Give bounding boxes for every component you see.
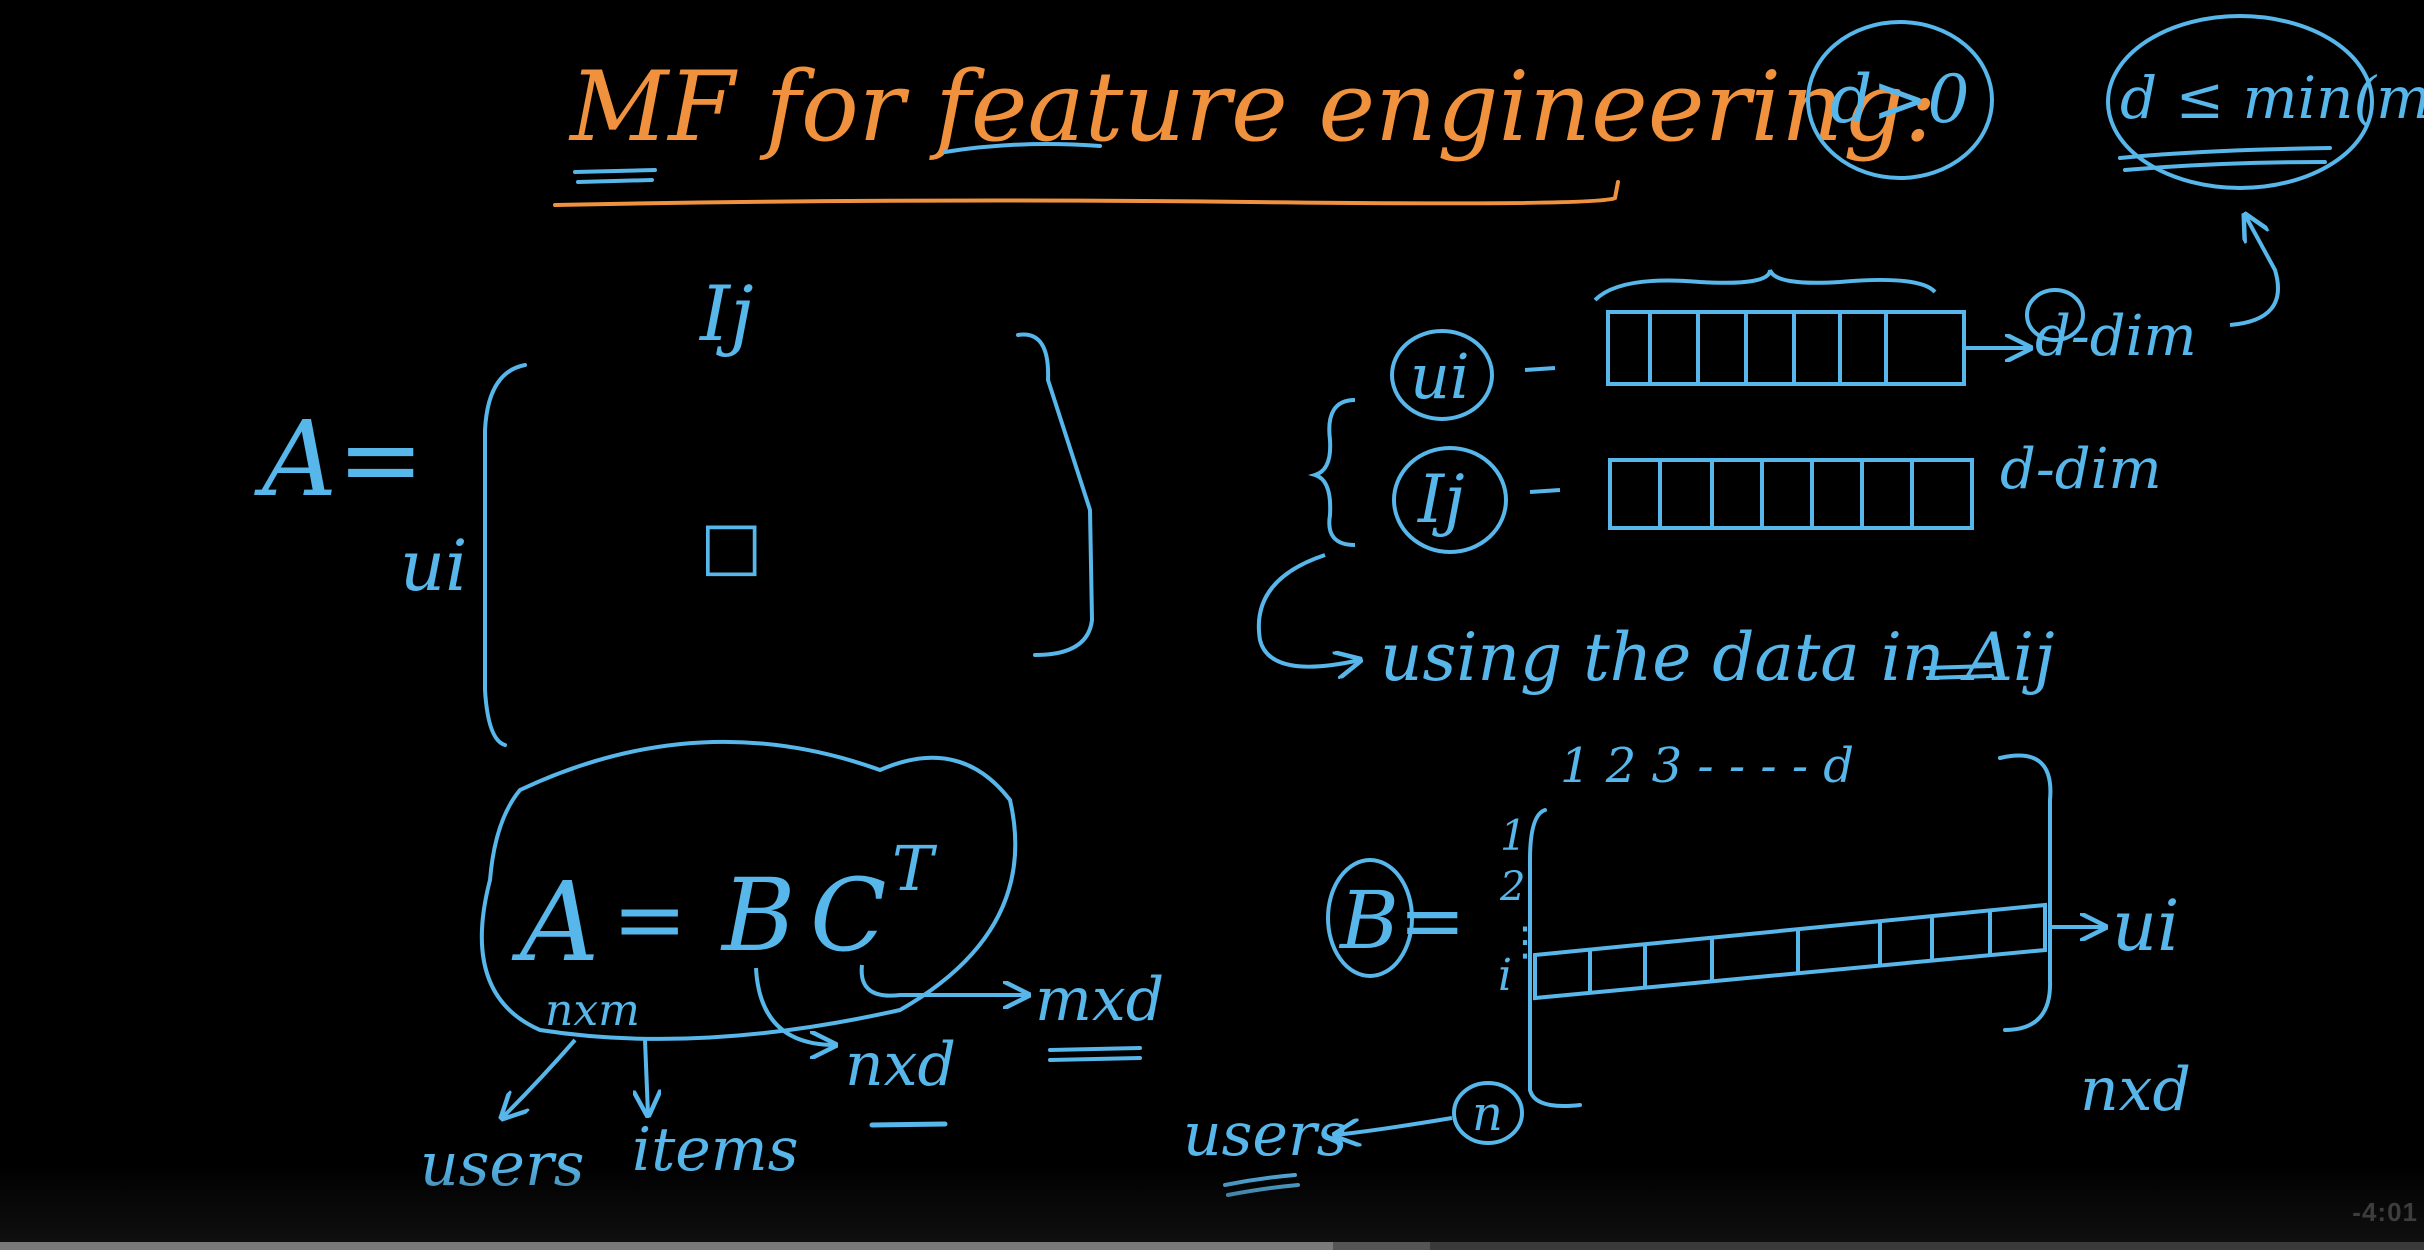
constraint-d-positive: d>0 [1830, 61, 1970, 138]
matrix-a-row-label: ui [400, 525, 467, 607]
matrix-b-left-bracket [1528, 808, 1582, 1108]
matrix-a-lhs: A= [254, 398, 424, 520]
matrix-b-row-1: 1 [1500, 811, 1527, 860]
factorization-a: A [511, 858, 599, 986]
title-underline [553, 180, 1620, 207]
matrix-b-users-arrow [1335, 1116, 1453, 1135]
factorization-arrow-items [645, 1039, 648, 1115]
progress-bar[interactable] [0, 1242, 2424, 1250]
matrix-a-right-bracket [1016, 332, 1095, 657]
vector-i-cells [1608, 458, 1974, 530]
factorization-transpose: T [892, 832, 938, 905]
matrix-b-row-vector-cells [1533, 902, 2047, 1001]
vector-u-cells [1606, 310, 1966, 386]
vector-u-brace [1593, 269, 1937, 302]
title-underline-feature [943, 142, 1102, 154]
matrix-b-label: B= [1338, 874, 1466, 967]
matrix-b-col-header: 1 2 3 - - - - d [1560, 738, 1854, 794]
vector-u-d-circle [2025, 288, 2085, 342]
factorization-a-dims: nxm [545, 985, 640, 1036]
matrix-b-row-n: n [1472, 1086, 1503, 1142]
vector-u-circle [1390, 329, 1494, 421]
matrix-b-row-dots: ⋮ [1505, 919, 1545, 965]
matrix-b-row-2: 2 [1499, 864, 1525, 910]
vector-i-dash [1529, 488, 1561, 494]
vectors-curly-brace [1307, 398, 1356, 547]
constraint-underline [2118, 146, 2332, 172]
matrix-b-row-n-circle [1452, 1081, 1524, 1145]
matrix-b-right-bracket [1998, 753, 2053, 1032]
vectors-using-underline [1923, 664, 1994, 680]
video-player-controls: -4:01 [0, 1164, 2424, 1250]
time-remaining: -4:01 [2352, 1197, 2418, 1227]
matrix-b-dims: nxd [2080, 1055, 2191, 1125]
constraint-arrow [2229, 215, 2280, 327]
matrix-b-row-i: i [1498, 950, 1512, 1001]
constraint-circle-d-bound [2106, 14, 2374, 190]
matrix-b-users-label: users [1183, 1100, 1347, 1170]
factorization-arrow-c [859, 964, 1028, 996]
factorization-b-dims-underline [869, 1121, 948, 1128]
constraint-d-bound: d ≤ min(m,n) [2120, 64, 2424, 132]
factorization-c: C [810, 857, 887, 974]
matrix-b-circle [1326, 858, 1414, 978]
vector-u-label: ui [1410, 340, 1470, 413]
factorization-b: B [720, 857, 796, 974]
matrix-b-row-vector-label: ui [2112, 885, 2179, 967]
vector-i-label: Ij [1417, 461, 1465, 538]
page-title: MF for feature engineering: [568, 51, 1937, 163]
factorization-arrow-b [754, 967, 835, 1045]
matrix-a-col-label: Ij [698, 269, 754, 358]
factorization-c-dims: mxd [1035, 965, 1164, 1035]
constraint-circle-d-positive [1806, 20, 1994, 180]
vectors-using-text: using the data in Aij [1380, 619, 2055, 696]
factorization-c-dims-underline [1048, 1046, 1142, 1062]
factorization-circle [479, 739, 1018, 1041]
vectors-using-arrow [1256, 553, 1360, 667]
vector-u-dim: d-dim [2035, 304, 2197, 369]
matrix-a-cell: □ [700, 507, 762, 584]
factorization-eq: = [612, 867, 687, 972]
factorization-b-dims: nxd [845, 1030, 956, 1100]
title-underline-mf [573, 168, 657, 184]
matrix-a-left-bracket [483, 363, 527, 747]
vector-i-dim: d-dim [2000, 437, 2162, 502]
progress-played [0, 1242, 1334, 1250]
vector-u-dash [1524, 366, 1556, 372]
factorization-arrow-users [502, 1038, 577, 1118]
vector-i-circle [1392, 446, 1508, 554]
